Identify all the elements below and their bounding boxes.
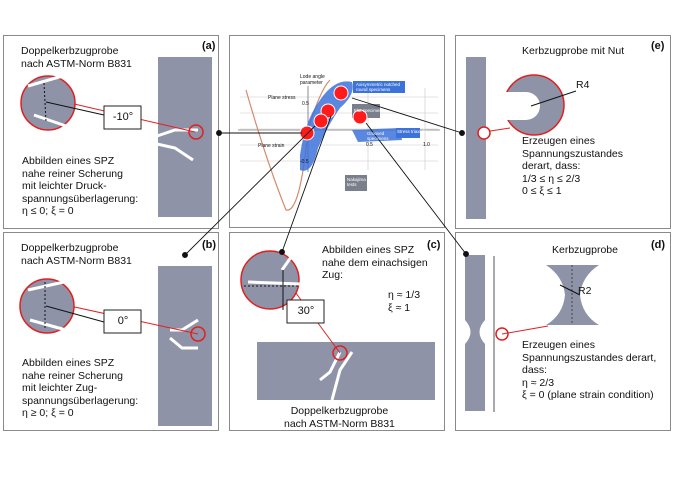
panel-c-title: Doppelkerbzugprobe nach ASTM-Norm B831 — [284, 405, 395, 430]
plot-label-axisymmetric: Axisymmetric notched round specimens — [356, 82, 401, 92]
panel-d-notch-circle — [495, 327, 509, 341]
plot-tick-x-1: 1.0 — [423, 142, 430, 148]
plot-tick-x-05: 0.5 — [366, 142, 373, 148]
panel-a-specimen — [158, 57, 212, 217]
plot-label-plane-strain: Plane strain — [258, 143, 285, 149]
panel-a-zoom-circle — [20, 73, 105, 131]
highlight-point-d — [352, 109, 368, 125]
plot-label-flat: Flat specimens — [354, 108, 385, 113]
plot-label-lode: Lode angle parameter — [300, 74, 325, 86]
panel-d-zoom-shape — [546, 265, 599, 325]
panel-a-notch-circle — [188, 124, 204, 140]
panel-e-label: (e) — [651, 40, 665, 52]
panel-c-specimen — [257, 342, 435, 400]
panel-b-angle-box — [103, 309, 142, 334]
panel-c-label: (c) — [427, 239, 441, 251]
center-plot-triax-box — [396, 128, 420, 138]
plot-tick-y-05: 0.5 — [302, 101, 309, 107]
connector-lines — [182, 97, 469, 258]
panel-d-title: Kerbzugprobe — [552, 244, 618, 256]
panel-d-label: (d) — [651, 239, 666, 251]
panel-e-notch-circle — [477, 126, 491, 140]
panel-c-angle-value: 30° — [297, 305, 315, 317]
plot-label-nakajima: Nakajima tests — [347, 177, 366, 187]
panel-d-zoom-line — [501, 325, 549, 335]
panel-e-radius-label: R4 — [576, 79, 590, 91]
panel-e-specimen — [466, 57, 486, 219]
panel-c-eta-xi: η ≈ 1/3 ξ ≈ 1 — [388, 289, 421, 314]
center-plot-nakajima-box — [345, 175, 367, 191]
center-plot-curve — [245, 79, 331, 211]
panel-a-angle-box — [103, 105, 142, 130]
center-plot-blue-zone-2 — [352, 128, 402, 142]
plot-label-stress-triax: Stress triaxiality — [397, 129, 429, 134]
highlight-point-e — [333, 85, 349, 101]
plot-label-plane-stress: Plane stress — [268, 95, 296, 101]
panel-b-specimen — [158, 266, 212, 426]
panel-e: (e) Kerbzugprobe mit Nut Erzeugen eines … — [455, 35, 671, 229]
panel-c-description: Abbilden eines SPZ nahe dem einachsigen … — [322, 244, 428, 282]
panel-a-label: (a) — [202, 40, 216, 52]
panel-a-angle-value: -10° — [112, 111, 134, 123]
panel-e-description: Erzeugen eines Spannungszustandes derart… — [522, 135, 623, 198]
panel-c-zoom-circle — [240, 249, 301, 310]
panel-d-specimen — [465, 255, 495, 412]
panel-b-notch — [169, 318, 199, 350]
highlight-point-c — [313, 113, 329, 129]
panel-a: (a) Doppelkerbzugprobe nach ASTM-Norm B8… — [3, 35, 219, 229]
panel-e-zoom-circle — [494, 69, 577, 136]
panel-a-description: Abbilden eines SPZ nahe reiner Scherung … — [22, 155, 139, 218]
plot-label-grooved: Grooved specimens — [367, 131, 389, 141]
panel-b-title: Doppelkerbzugprobe nach ASTM-Norm B831 — [21, 242, 132, 267]
panel-d-radius-label: R2 — [578, 285, 592, 297]
panel-b-angle-value: 0° — [117, 315, 129, 327]
panel-c-angle-box — [286, 299, 325, 324]
panel-e-title: Kerbzugprobe mit Nut — [522, 45, 625, 57]
center-plot-axisym-box — [353, 81, 405, 93]
panel-b-notch-circle — [190, 326, 206, 342]
panel-a-title: Doppelkerbzugprobe nach ASTM-Norm B831 — [21, 45, 132, 70]
panel-a-notch — [156, 128, 198, 162]
panel-b-label: (b) — [202, 239, 217, 251]
panel-c-notch-circle — [332, 345, 348, 361]
panel-b-description: Abbilden eines SPZ nahe reiner Scherung … — [22, 357, 139, 420]
panel-d-description: Erzeugen eines Spannungszustandes derart… — [522, 339, 657, 402]
plot-tick-y-m05: -0.5 — [300, 159, 309, 165]
panel-b-zoom-circle — [19, 278, 105, 334]
highlight-point-a — [299, 125, 315, 141]
